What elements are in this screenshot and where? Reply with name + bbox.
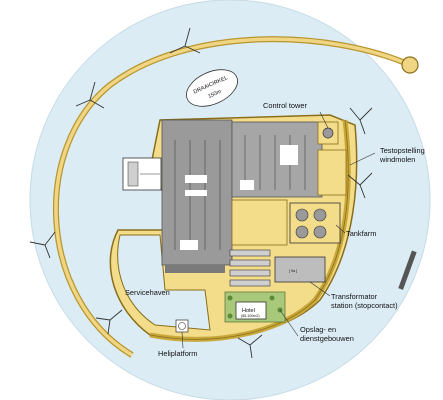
turning-circle-badge: DRAAICIRKEL 150m	[186, 69, 238, 107]
heliplatform-pad	[175, 319, 189, 333]
hotel-building	[235, 301, 267, 320]
floating-test-element	[398, 250, 417, 290]
breakwater-head	[401, 56, 419, 74]
transformer-station	[274, 256, 326, 283]
wind-turbine-icon	[237, 334, 263, 359]
island-dike-edge	[149, 119, 349, 340]
breakwater-inner	[54, 37, 411, 357]
wind-turbine-icon	[75, 81, 105, 109]
helipad-circle	[178, 322, 186, 330]
turning-circle-radius: 150m	[207, 89, 222, 100]
service-harbour-label: Servicehaven	[125, 288, 170, 297]
wind-turbine-icon	[29, 231, 56, 259]
hotel-label: Hotel	[242, 308, 255, 314]
test-windmill-label-1: Testopstelling	[380, 146, 425, 155]
wind-turbine-icon	[349, 107, 373, 135]
test-windmill-label-2: windmolen	[379, 155, 415, 164]
wind-turbine-icon	[347, 172, 373, 199]
transformer-label-1: Transformator	[331, 292, 378, 301]
ship	[122, 157, 162, 191]
platform-edge	[165, 265, 225, 273]
storage-label-2: dienstgebouwen	[300, 334, 354, 343]
tankfarm-plot	[289, 202, 341, 244]
warehouses	[229, 249, 271, 287]
wind-turbine-icon	[169, 27, 201, 54]
hotel-sub-label: (85-100m2)	[241, 314, 260, 318]
tanks	[295, 208, 327, 239]
transformer-label-2: station (stopcontact)	[331, 301, 398, 310]
tankfarm-label: Tankfarm	[346, 229, 376, 238]
leader-lines	[181, 111, 376, 349]
transformer-box-label: [ 9a ]	[289, 269, 297, 273]
container-stacks	[180, 145, 298, 250]
wind-turbine-icon	[95, 309, 123, 335]
control-tower-label: Control tower	[263, 101, 307, 110]
heliplatform-label: Heliplatform	[158, 349, 197, 358]
wind-turbines	[29, 27, 373, 359]
industrial-plot	[231, 199, 288, 246]
control-tower-icon	[322, 127, 334, 139]
storage-label-1: Opslag- en	[300, 325, 336, 334]
service-harbour	[117, 234, 211, 331]
tower-plot	[317, 149, 347, 196]
